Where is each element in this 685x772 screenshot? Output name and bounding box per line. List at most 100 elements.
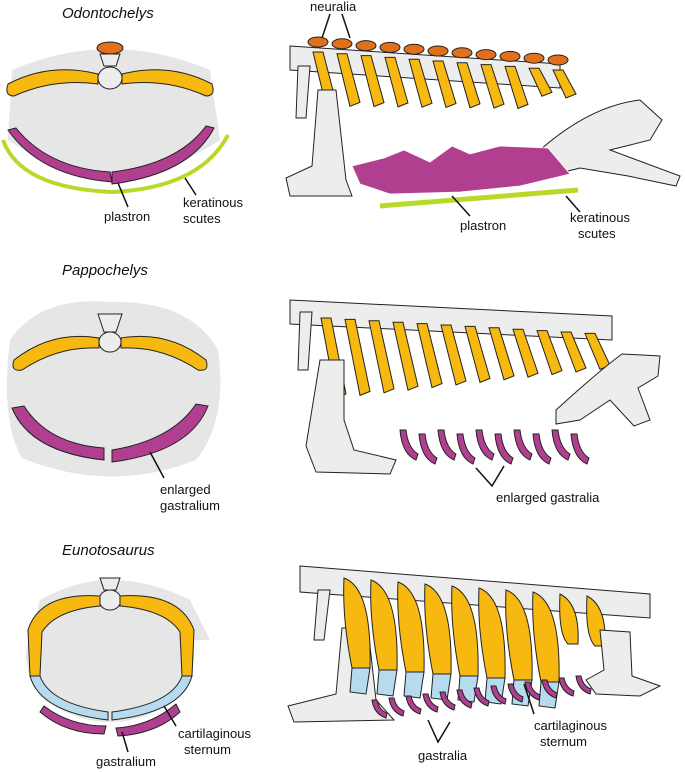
- vertebra: [97, 66, 123, 90]
- dorsal-rib: [560, 331, 587, 373]
- panel-eunotosaurus: Eunotosaurus gastralium cartilaginous st…: [26, 542, 662, 769]
- neuralia-group: [307, 36, 569, 66]
- dorsal-rib: [344, 318, 371, 397]
- taxon-title-pappochelys: Pappochelys: [62, 262, 148, 279]
- neural-plate: [379, 41, 401, 53]
- label-scutes-cross-1: keratinous: [183, 195, 243, 210]
- gastralium: [575, 675, 592, 695]
- plastron-right: [111, 125, 215, 185]
- label-gastralium-1: enlarged: [160, 482, 211, 497]
- neural-plate: [331, 38, 353, 50]
- neural-plate: [475, 49, 497, 61]
- gastralium: [399, 429, 419, 461]
- vertebral-column: [289, 299, 613, 341]
- neural-spine: [97, 313, 123, 333]
- costal-cartilage: [403, 671, 425, 699]
- gastralium-right: [111, 403, 209, 463]
- odontochelys-cross-section: plastron keratinous scutes: [1, 41, 243, 226]
- vertebra: [98, 331, 122, 353]
- neural-plate: [427, 45, 449, 57]
- neuralia-pointer-2: [341, 13, 351, 39]
- left-rib: [6, 69, 99, 97]
- broad-dorsal-rib: [559, 593, 579, 645]
- taxon-title-odontochelys: Odontochelys: [62, 5, 154, 22]
- neuralia-pointer: [321, 13, 331, 39]
- gastralium: [551, 429, 571, 461]
- trunk-cavity: [26, 590, 194, 722]
- pelvis: [585, 629, 662, 697]
- label-gastralia-side: enlarged gastralia: [496, 490, 600, 505]
- neural-plate: [403, 43, 425, 55]
- sternum-side-pointer: [523, 683, 535, 715]
- neural-plate: [523, 52, 545, 64]
- ribs-group: [320, 317, 611, 399]
- dorsal-rib: [456, 62, 481, 109]
- gastralia-pointer: [475, 465, 505, 488]
- gastralium: [494, 433, 514, 465]
- gastralium: [405, 695, 422, 715]
- scutes-side-pointer: [565, 195, 581, 213]
- label-scutes-side-2: scutes: [578, 226, 616, 241]
- pelvis: [539, 99, 681, 187]
- dorsal-rib: [392, 321, 419, 391]
- coracoid: [285, 89, 353, 197]
- dorsal-rib: [384, 56, 409, 108]
- neural-spine: [99, 577, 121, 591]
- coracoid: [305, 359, 397, 475]
- gastralium: [490, 685, 507, 705]
- neural-plate: [499, 50, 521, 62]
- gastralium: [507, 683, 524, 703]
- plastron-side: [351, 145, 571, 195]
- neural-plate: [451, 47, 473, 59]
- gastralium: [541, 679, 558, 699]
- gastralium: [475, 429, 495, 461]
- label-sternum-cross-2: sternum: [184, 742, 231, 757]
- gastralium: [524, 681, 541, 701]
- gastralium-pointer: [149, 451, 165, 479]
- gastralia-pointer: [427, 719, 451, 744]
- dorsal-rib: [368, 320, 395, 394]
- gastralium-pointer: [121, 731, 129, 753]
- label-plastron-side: plastron: [460, 218, 506, 233]
- dorsal-rib: [504, 65, 529, 110]
- gastralium: [439, 691, 456, 711]
- neural-plate: [307, 36, 329, 48]
- label-sternum-side-2: sternum: [540, 734, 587, 749]
- panel-odontochelys: Odontochelys plastron keratinous scutes: [1, 0, 681, 241]
- gastralium-right: [115, 703, 181, 737]
- label-plastron-cross: plastron: [104, 209, 150, 224]
- gastralium: [558, 677, 575, 697]
- dorsal-rib: [512, 328, 539, 378]
- eunotosaurus-cross-section: gastralium cartilaginous sternum: [26, 577, 251, 769]
- vertebra: [98, 589, 122, 611]
- label-neuralia: neuralia: [310, 0, 357, 14]
- pelvis: [555, 353, 661, 427]
- keratinous-scutes-cross: [1, 134, 230, 195]
- gastralium: [570, 433, 590, 465]
- neural-plate: [96, 41, 124, 55]
- label-gastralia-side: gastralia: [418, 748, 468, 763]
- scapula: [295, 65, 311, 119]
- dorsal-rib: [432, 60, 457, 109]
- plastron-pointer: [117, 182, 129, 208]
- label-sternum-side-1: cartilaginous: [534, 718, 607, 733]
- taxon-title-eunotosaurus: Eunotosaurus: [62, 542, 155, 559]
- ribs-group: [343, 577, 606, 709]
- dorsal-rib: [480, 64, 505, 109]
- dorsal-rib: [536, 330, 563, 376]
- label-gastralium-2: gastralium: [160, 498, 220, 513]
- dorsal-rib: [464, 325, 491, 384]
- cartilage-right: [111, 675, 193, 721]
- label-sternum-cross-1: cartilaginous: [178, 726, 251, 741]
- cartilage-left: [29, 675, 109, 721]
- eunotosaurus-lateral-view: gastralia cartilaginous sternum: [287, 565, 662, 763]
- plastron-left: [7, 127, 113, 183]
- right-rib: [121, 69, 214, 97]
- scutes-pointer: [184, 177, 197, 196]
- gastralia-group: [371, 675, 592, 719]
- gastralium: [422, 693, 439, 713]
- neural-plate: [355, 40, 377, 52]
- gastralium-left: [11, 405, 105, 461]
- dorsal-rib: [552, 69, 577, 99]
